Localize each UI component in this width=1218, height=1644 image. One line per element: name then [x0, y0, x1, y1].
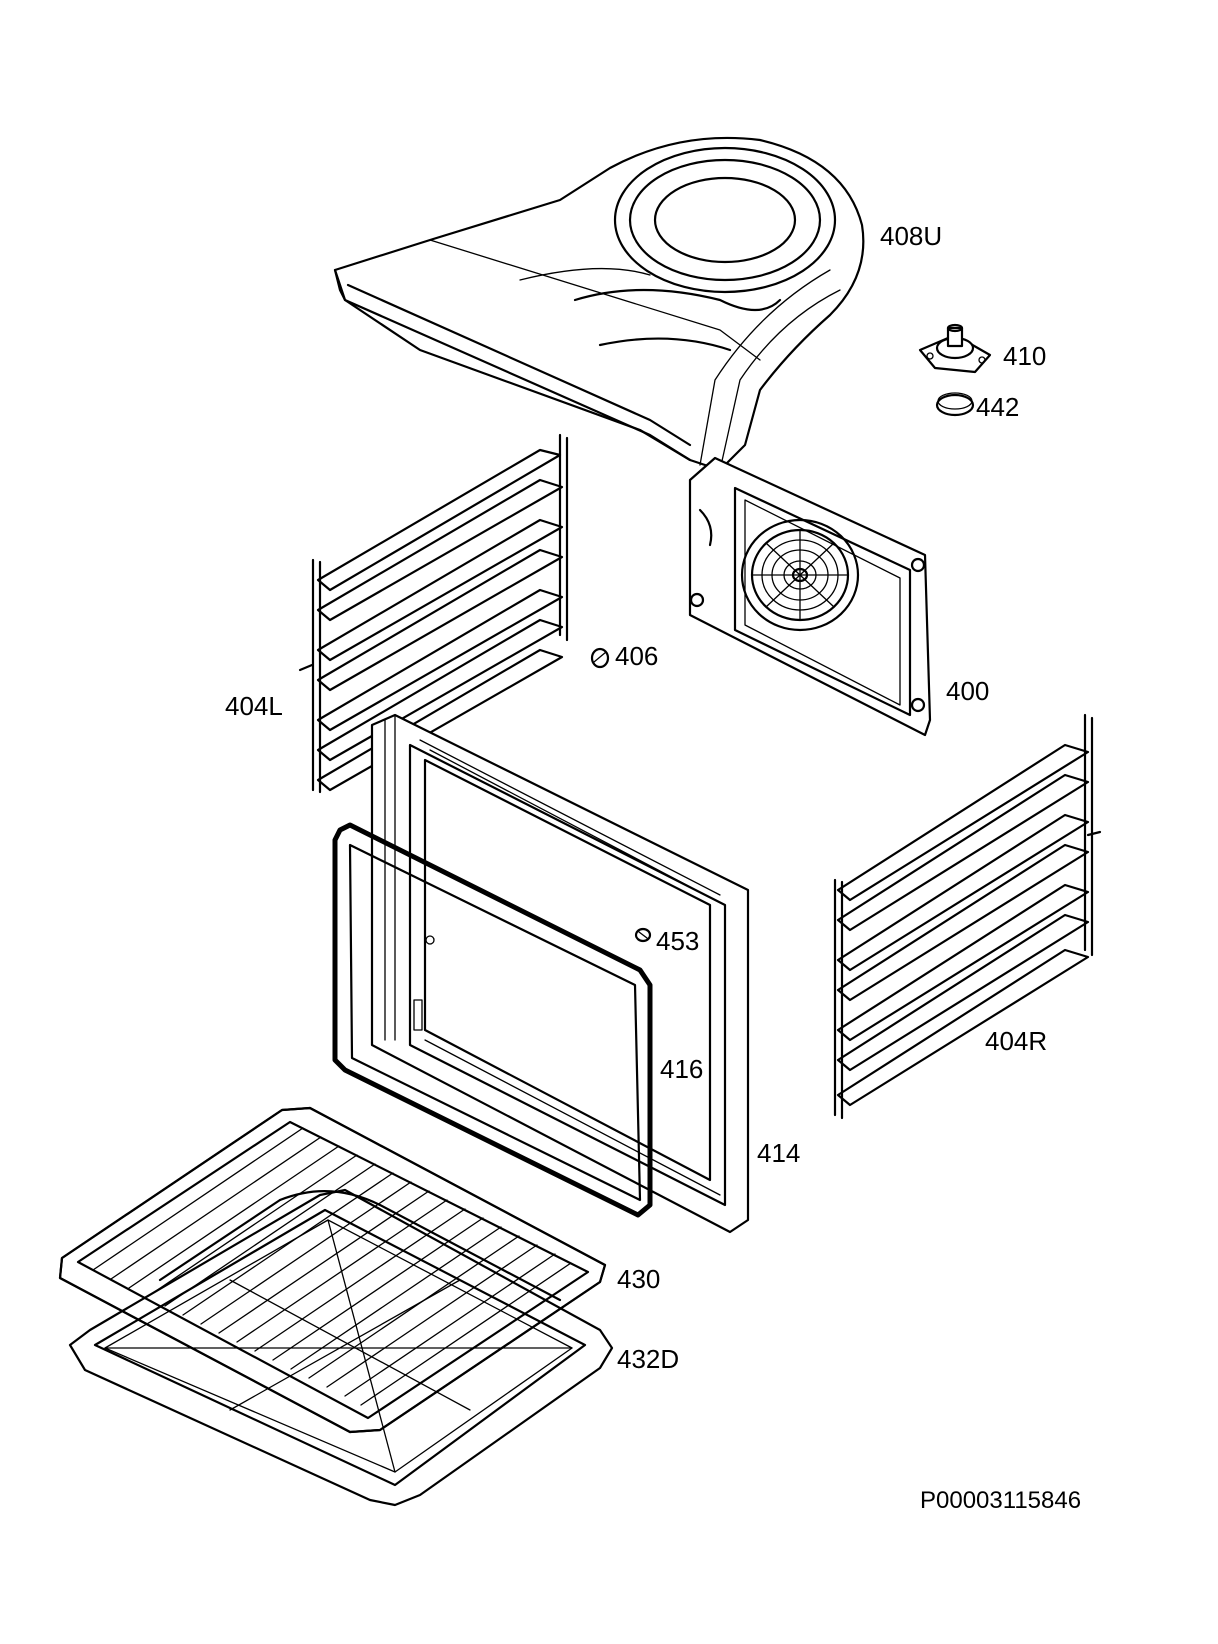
label-404R: 404R	[985, 1026, 1047, 1056]
part-408U-fan-cover	[333, 136, 865, 472]
label-453: 453	[656, 926, 699, 956]
part-406-clip	[590, 647, 610, 669]
label-400: 400	[946, 676, 989, 706]
label-432D: 432D	[617, 1344, 679, 1374]
label-414: 414	[757, 1138, 800, 1168]
label-404L: 404L	[225, 691, 283, 721]
label-430: 430	[617, 1264, 660, 1294]
part-400-rear-panel-fan	[688, 456, 932, 737]
part-416-door-gasket	[332, 822, 653, 1218]
label-406: 406	[615, 641, 658, 671]
document-id: P00003115846	[920, 1487, 1081, 1514]
label-408U: 408U	[880, 221, 942, 251]
part-404L-left-shelf-runner	[298, 433, 569, 794]
part-442-washer	[935, 392, 975, 417]
part-414-door-frame	[370, 713, 750, 1234]
part-453-screw	[634, 927, 652, 943]
label-410: 410	[1003, 341, 1046, 371]
part-404R-right-shelf-runner	[833, 713, 1102, 1120]
label-416: 416	[660, 1054, 703, 1084]
part-410-motor-support	[918, 323, 992, 374]
part-430-wire-shelf	[58, 1106, 607, 1434]
label-442: 442	[976, 392, 1019, 422]
